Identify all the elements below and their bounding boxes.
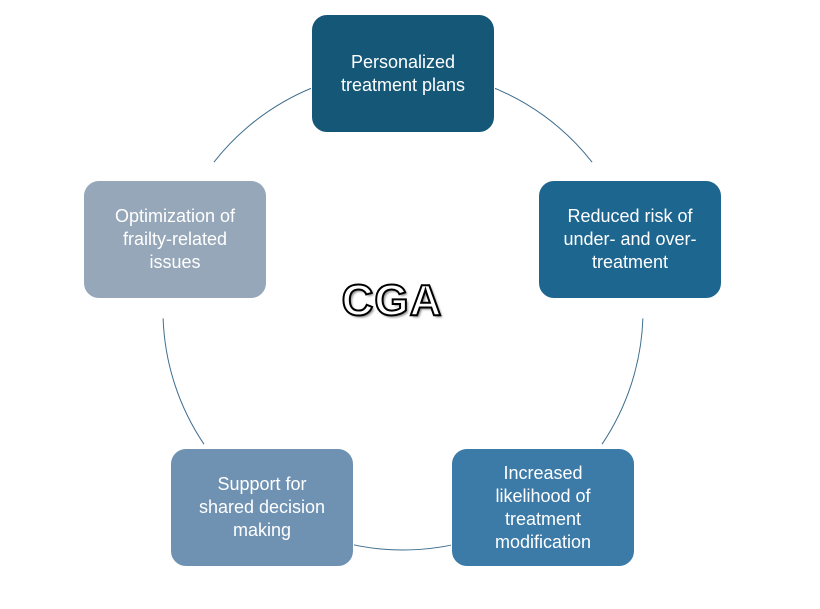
node-label: Optimization of frailty-related issues [114, 206, 236, 272]
connector-arc-2 [601, 318, 644, 445]
node-label: Reduced risk of under- and over- treatme… [563, 206, 697, 272]
connector-arc-3 [336, 540, 470, 551]
node-personalized-treatment-plans: Personalized treatment plans [311, 14, 495, 133]
node-label: Support for shared decision making [198, 474, 326, 540]
node-label: Personalized treatment plans [340, 51, 466, 95]
node-increased-likelihood: Increased likelihood of treatment modifi… [451, 448, 635, 567]
center-label: CGA [341, 275, 443, 326]
node-reduced-risk: Reduced risk of under- and over- treatme… [538, 180, 722, 299]
connector-arc-1 [484, 84, 593, 163]
connector-arc-4 [162, 318, 205, 445]
node-shared-decision-making: Support for shared decision making [170, 448, 354, 567]
node-label: Increased likelihood of treatment modifi… [494, 462, 592, 552]
connector-arc-5 [213, 84, 322, 163]
node-frailty-optimization: Optimization of frailty-related issues [83, 180, 267, 299]
